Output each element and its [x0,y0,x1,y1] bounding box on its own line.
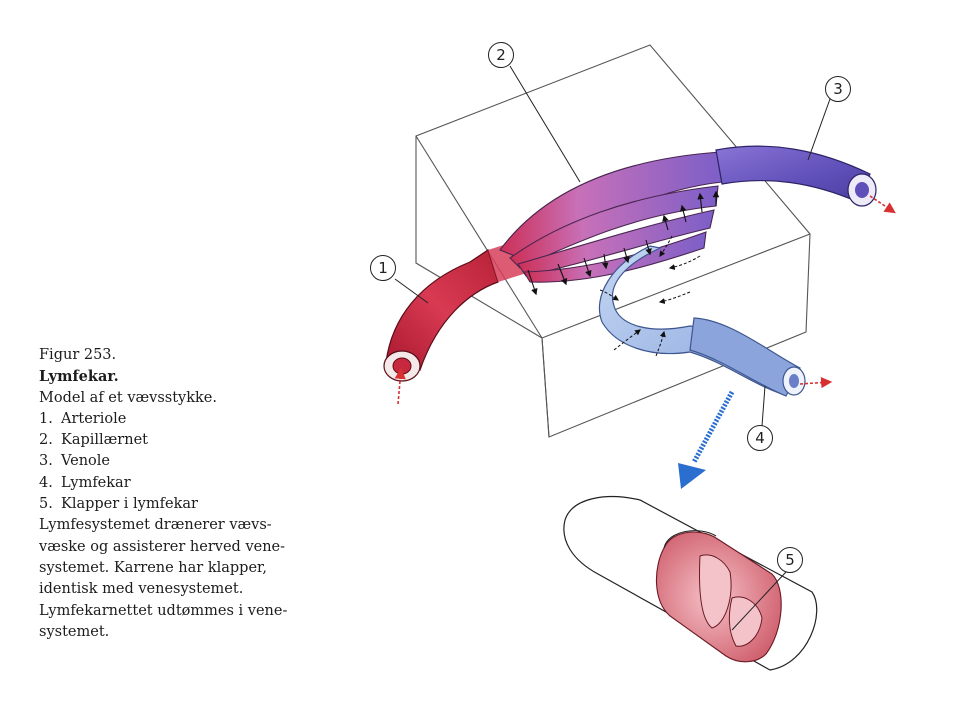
legend-item-1: 1. Arteriole [39,409,329,430]
legend-item-3-number: 3. [39,453,53,470]
zoom-arrow [678,390,735,489]
description-line-4: identisk med venesystemet. [39,581,244,598]
legend-item-1-label: Arteriole [61,410,127,427]
filtration-arrows [527,190,720,296]
tissue-block [415,44,811,438]
figure-label: Figur 253. [39,347,117,363]
legend-item-5-number: 5. [39,496,53,513]
arteriole [383,238,530,382]
lymph-inflow-arrows [599,235,701,357]
callout-3-circle [825,76,851,102]
legend-item-4-number: 4. [39,474,53,491]
callout-2-label: 2 [496,46,506,64]
callout-5-label: 5 [785,551,795,569]
figure-subtitle: Model af et vævsstykke. [39,389,218,406]
callout-1-label: 1 [378,259,388,277]
description-line-5: Lymfekarnettet udtømmes i vene- [39,602,288,619]
figure-title: Lymfekar. [39,368,119,386]
callouts [370,42,851,631]
legend-item-5: 5. Klapper i lymfekar [39,494,329,515]
callout-numbers: 1 2 3 4 5 [378,46,843,569]
description-line-3: systemet. Karrene har klapper, [39,559,267,576]
callout-4-circle [747,425,773,451]
legend-item-5-label: Klapper i lymfekar [61,496,198,513]
callout-5-circle [777,547,803,573]
callout-3-label: 3 [833,80,843,98]
callout-1-circle [370,255,396,281]
lymph-valve-cutaway [563,496,818,671]
capillary-network [499,151,723,283]
description-line-1: Lymfesystemet drænerer vævs- [39,517,272,534]
callout-4-label: 4 [755,429,765,447]
legend-item-3: 3. Venole [39,451,329,472]
legend-item-2: 2. Kapillærnet [39,430,329,451]
figure-caption: Figur 253. Lymfekar. Model af et vævssty… [39,345,329,643]
venule [715,145,877,207]
legend-item-2-label: Kapillærnet [61,432,148,449]
legend-item-2-number: 2. [39,432,53,449]
legend-item-1-number: 1. [39,410,53,427]
legend-item-4: 4. Lymfekar [39,473,329,494]
legend-item-4-label: Lymfekar [61,474,131,491]
description-line-6: systemet. [39,623,110,640]
legend-item-3-label: Venole [61,453,111,470]
description-line-2: væske og assisterer herved vene- [39,538,286,555]
blood-flow-arrows [394,195,896,405]
lymph-vessel [598,245,806,397]
callout-2-circle [488,42,514,68]
